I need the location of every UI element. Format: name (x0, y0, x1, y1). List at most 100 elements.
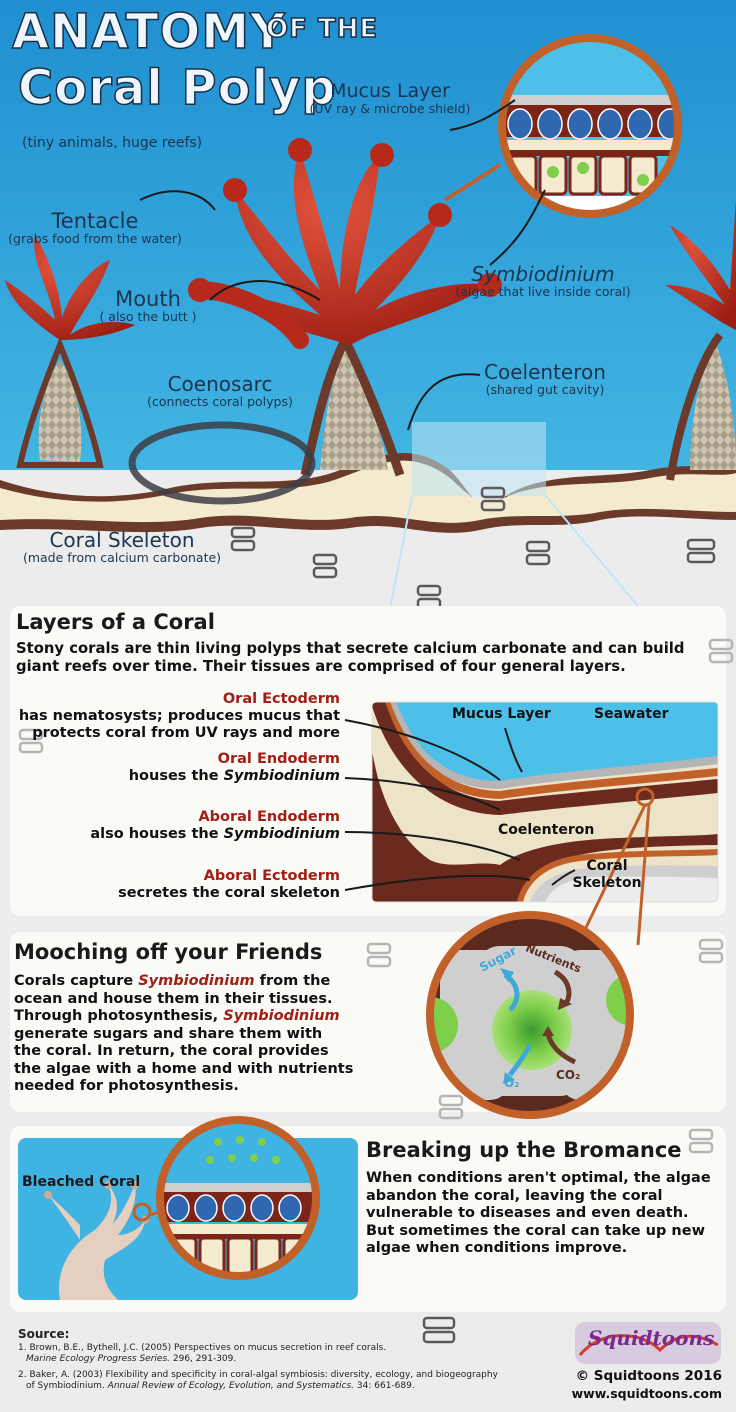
aboral-endoderm-desc: also houses the Symbiodinium (10, 826, 340, 843)
center-polyp (188, 138, 502, 477)
mooch-line1b: from the (254, 973, 331, 989)
oral-ectoderm-block: Oral Ectoderm has nematosysts; produces … (10, 691, 340, 742)
skeleton-sub: (made from calcium carbonate) (22, 550, 222, 565)
squidtoons-logo (575, 1322, 721, 1364)
oral-endoderm-desc-text: houses the (128, 768, 224, 784)
aboral-endoderm-block: Aboral Endoderm also houses the Symbiodi… (10, 809, 340, 843)
oral-ectoderm-title: Oral Ectoderm (222, 691, 340, 707)
coel-title: Coelenteron (484, 360, 606, 384)
label-mucus: Mucus Layer (UV ray & microbe shield) (300, 80, 480, 115)
mooch-line1a: Corals capture (14, 973, 139, 989)
tentacle-title: Tentacle (51, 209, 139, 233)
source-2-journal: Annual Review of Ecology, Evolution, and… (104, 1381, 355, 1391)
website-link[interactable]: www.squidtoons.com (571, 1386, 722, 1401)
mooch-line1-sym: Symbiodinium (138, 973, 255, 989)
source-2-line2: of Symbiodinium. Annual Review of Ecolog… (18, 1381, 558, 1392)
mooch-heading: Mooching off your Friends (14, 940, 323, 964)
source-2: 2. Baker, A. (2003) Flexibility and spec… (18, 1370, 558, 1392)
o2-label: O₂ (504, 1076, 520, 1090)
mooch-line1: Corals capture Symbiodinium from the (14, 973, 414, 991)
source-heading: Source: (18, 1327, 70, 1341)
left-polyp (5, 235, 135, 468)
oral-ectoderm-line1: has nematosysts; produces mucus that (18, 708, 340, 724)
oral-endoderm-desc: houses the Symbiodinium (10, 768, 340, 785)
diagram-skeleton-line1: Coral (586, 858, 628, 874)
mooch-line3a: Through photosynthesis, (14, 1008, 224, 1024)
layers-intro: Stony corals are thin living polyps that… (16, 640, 685, 675)
layers-heading: Layers of a Coral (16, 610, 215, 634)
source-2-title-end: of Symbiodinium. (26, 1381, 105, 1391)
source-2-pages: 34: 661-689. (354, 1381, 415, 1391)
oral-ectoderm-line2: protects coral from UV rays and more (32, 725, 340, 741)
aboral-endoderm-title: Aboral Endoderm (198, 809, 340, 825)
bromance-line5: algae when conditions improve. (366, 1240, 628, 1256)
source-1: 1. Brown, B.E., Bythell, J.C. (2005) Per… (18, 1343, 558, 1365)
oral-endoderm-sym: Symbiodinium (223, 768, 340, 784)
bleached-coral-illustration (18, 1116, 358, 1300)
label-coenosarc: Coenosarc (connects coral polyps) (130, 372, 310, 409)
skeleton-title: Coral Skeleton (49, 528, 195, 552)
source-1-line2: Marine Ecology Progress Series. 296, 291… (18, 1354, 558, 1365)
symbio-title: Symbiodinium (471, 262, 615, 286)
bromance-line4: But sometimes the coral can take up new (366, 1222, 705, 1239)
mouth-sub: ( also the butt ) (99, 309, 197, 325)
coel-sub: (shared gut cavity) (485, 382, 605, 397)
mooch-line5: the coral. In return, the coral provides (14, 1043, 329, 1059)
mucus-title: Mucus Layer (330, 80, 450, 102)
diagram-coelenteron-label: Coelenteron (498, 822, 595, 838)
source-1-line1: 1. Brown, B.E., Bythell, J.C. (2005) Per… (18, 1343, 387, 1353)
mooch-line3: Through photosynthesis, Symbiodinium (14, 1008, 414, 1026)
layers-diagram (344, 701, 719, 946)
source-1-journal: Marine Ecology Progress Series. (26, 1354, 170, 1364)
copyright: © Squidtoons 2016 (575, 1368, 722, 1384)
coenosarc-highlight (128, 421, 316, 505)
mooch-line7: needed for photosynthesis. (14, 1078, 239, 1094)
symbiosis-zoom-circle (426, 911, 634, 1119)
coeno-sub: (connects coral polyps) (147, 394, 293, 409)
title-anatomy: ANATOMY (11, 3, 286, 61)
bromance-body: When conditions aren't optimal, the alga… (366, 1170, 726, 1258)
title-of-the: OF THE (265, 13, 379, 45)
pointer-lines (139, 99, 546, 431)
mooch-line6: the algae with a home and with nutrients (14, 1060, 354, 1077)
skeleton-chips (230, 486, 716, 610)
bromance-line1: When conditions aren't optimal, the alga… (366, 1170, 711, 1186)
diagram-seawater-label: Seawater (594, 706, 669, 722)
label-symbiodinium: Symbiodinium (algae that live inside cor… (448, 262, 638, 299)
tentacle-sub: (grabs food from the water) (8, 231, 182, 247)
title-subtitle: (tiny animals, huge reefs) (22, 135, 203, 151)
bleached-coral-label: Bleached Coral (22, 1174, 141, 1190)
bromance-heading: Breaking up the Bromance (366, 1138, 682, 1162)
aboral-endoderm-desc-text: also houses the (90, 826, 224, 842)
coeno-title: Coenosarc (167, 372, 273, 396)
oral-endoderm-block: Oral Endoderm houses the Symbiodinium (10, 751, 340, 785)
aboral-ectoderm-block: Aboral Ectoderm secretes the coral skele… (10, 868, 340, 902)
mooch-line3-sym: Symbiodinium (223, 1008, 340, 1024)
aboral-endoderm-sym: Symbiodinium (223, 826, 340, 842)
symbio-sub: (algae that live inside coral) (455, 284, 631, 299)
diagram-skeleton-line2: Skeleton (572, 875, 642, 891)
diagram-mucus-label: Mucus Layer (452, 706, 551, 722)
oral-endoderm-title: Oral Endoderm (217, 751, 340, 767)
diagram-skeleton-label: Coral Skeleton (572, 858, 642, 892)
mooch-body: Corals capture Symbiodinium from the oce… (14, 973, 414, 1096)
aboral-ectoderm-title: Aboral Ectoderm (203, 868, 340, 884)
mooch-line2: ocean and house them in their tissues. (14, 990, 333, 1007)
label-coral-skeleton: Coral Skeleton (made from calcium carbon… (2, 528, 242, 565)
mouth-title: Mouth (115, 287, 181, 311)
squidtoons-logo-text: Squidtoons (588, 1326, 715, 1350)
title-coral-polyp: Coral Polyp (17, 59, 337, 117)
source-2-line1: 2. Baker, A. (2003) Flexibility and spec… (18, 1370, 498, 1380)
label-coelenteron: Coelenteron (shared gut cavity) (470, 360, 620, 397)
label-tentacle: Tentacle (grabs food from the water) (0, 210, 190, 245)
source-1-pages: 296, 291-309. (170, 1354, 237, 1364)
zoom-box (412, 422, 546, 496)
label-mouth: Mouth ( also the butt ) (68, 288, 228, 323)
bromance-line2: abandon the coral, leaving the coral (366, 1187, 663, 1204)
bromance-line3: vulnerable to diseases and even death. (366, 1205, 689, 1221)
co2-label: CO₂ (556, 1068, 581, 1082)
right-polyp (665, 200, 736, 481)
aboral-ectoderm-desc: secretes the coral skeleton (118, 885, 340, 901)
mooch-line4: generate sugars and share them with (14, 1025, 323, 1042)
